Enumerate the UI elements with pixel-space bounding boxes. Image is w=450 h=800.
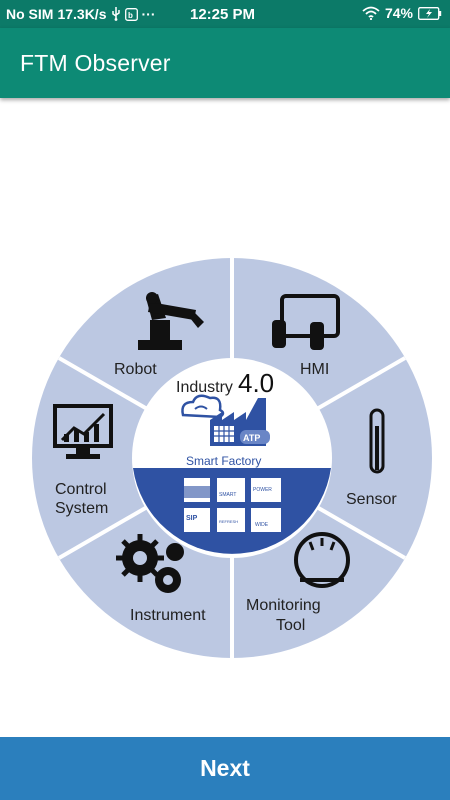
robot-arm-icon	[138, 292, 204, 350]
product-tiles	[184, 478, 281, 532]
segment-robot: Robot	[114, 361, 157, 378]
tile-refresh: REFRESH	[219, 519, 238, 524]
app-bar: FTM Observer	[0, 28, 450, 98]
segment-control: Control	[55, 481, 107, 498]
cloud-icon	[181, 394, 225, 419]
industry-4-diagram: Industry 4.0 ATP Smart Factory S	[0, 240, 450, 680]
clock: 12:25 PM	[190, 6, 256, 23]
gauge-icon	[294, 532, 350, 588]
tile-wide: WIDE	[255, 522, 269, 528]
tile-smart: SMART	[219, 492, 236, 498]
wifi-icon	[362, 6, 380, 20]
factory-icon	[210, 398, 270, 446]
diagram-graphic: Industry 4.0 ATP Smart Factory S	[32, 258, 432, 658]
segment-sensor: Sensor	[346, 491, 397, 508]
battery-percent: 74%	[384, 5, 413, 21]
notification-icon: b	[124, 7, 138, 21]
hmi-icon	[272, 294, 340, 350]
tile-power: POWER	[253, 487, 272, 493]
segment-monitoring: Monitoring	[246, 597, 321, 614]
battery-charging-icon	[418, 6, 442, 20]
network-speed: 17.3K/s	[57, 6, 107, 22]
next-button[interactable]: Next	[0, 737, 450, 800]
svg-text:b: b	[128, 11, 133, 20]
gears-icon	[116, 534, 184, 593]
status-bar: No SIM 17.3K/s b ··· 12:25 PM 74%	[0, 0, 450, 28]
tile-sip: SIP	[186, 515, 198, 522]
more-indicator: ···	[141, 6, 156, 22]
app-title: FTM Observer	[20, 50, 171, 76]
segment-system: System	[55, 500, 108, 517]
carrier-text: No SIM	[6, 6, 54, 22]
sensor-icon	[369, 408, 385, 474]
monitor-chart-icon	[53, 404, 113, 459]
industry-label: Industry	[176, 379, 233, 396]
segment-instrument: Instrument	[130, 607, 206, 624]
segment-tool: Tool	[276, 617, 305, 634]
atp-badge: ATP	[243, 433, 260, 443]
status-left: No SIM 17.3K/s b ···	[6, 6, 156, 22]
segment-hmi: HMI	[300, 361, 329, 378]
smart-factory-caption: Smart Factory	[186, 454, 261, 468]
status-right: 74%	[362, 5, 442, 21]
version-label: 4.0	[238, 368, 274, 398]
usb-icon	[111, 7, 121, 21]
